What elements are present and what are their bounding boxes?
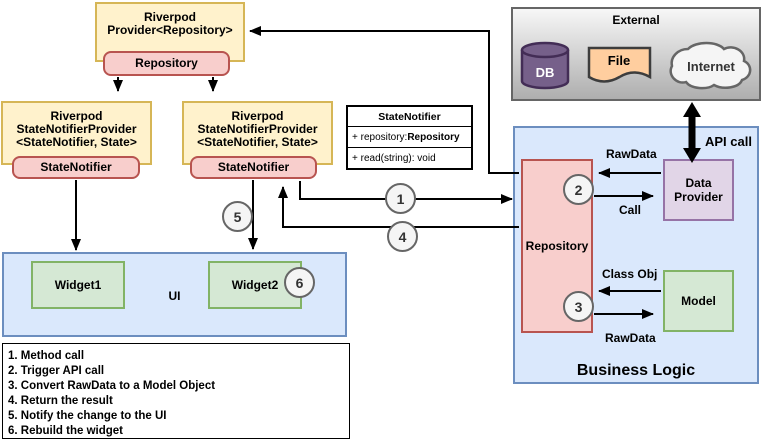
api-call-label: API call xyxy=(705,134,752,149)
widget1-label: Widget1 xyxy=(54,277,102,292)
internet-label: Internet xyxy=(687,59,735,74)
uml-attribute-plain: + repository: xyxy=(352,131,408,143)
uml-class-title: StateNotifier xyxy=(378,110,441,123)
snp-right-line3: <StateNotifier, State> xyxy=(197,135,318,149)
uml-method-row: + read(string): void xyxy=(348,147,471,168)
widget1-box: Widget1 xyxy=(31,261,125,309)
step-badge-4: 4 xyxy=(387,221,418,252)
repository-instance-badge: Repository xyxy=(103,51,230,76)
step-badge-4-label: 4 xyxy=(398,228,407,245)
provider-title-line1: Riverpod xyxy=(143,10,196,24)
legend-line-5: 5. Notify the change to the UI xyxy=(8,410,167,422)
legend-line-2: 2. Trigger API call xyxy=(8,365,105,377)
uml-method-label: + read(string): void xyxy=(352,152,436,164)
ui-title: UI xyxy=(168,289,181,303)
rawdata-top-label: RawData xyxy=(606,147,657,161)
db-label: DB xyxy=(536,65,555,80)
legend-line-6: 6. Rebuild the widget xyxy=(8,425,124,437)
bl-data-provider-box: Data Provider xyxy=(663,159,734,221)
step-badge-2: 2 xyxy=(563,174,594,205)
business-logic-title: Business Logic xyxy=(576,362,696,379)
uml-class-statenotifier: StateNotifier + repository: Repository +… xyxy=(346,105,473,170)
legend-line-1: 1. Method call xyxy=(8,350,85,362)
step-badge-6: 6 xyxy=(284,267,315,298)
database-icon: DB xyxy=(520,41,570,90)
snp-left-line3: <StateNotifier, State> xyxy=(16,135,137,149)
model-label: Model xyxy=(681,293,716,308)
step-badge-3-label: 3 xyxy=(574,298,583,315)
business-logic-box: Repository Data Provider Model API call … xyxy=(513,126,759,384)
legend-line-4: 4. Return the result xyxy=(8,395,113,407)
uml-attribute-type: Repository xyxy=(407,131,460,143)
step-badge-5-label: 5 xyxy=(233,208,242,225)
bl-model-box: Model xyxy=(663,270,734,332)
repository-instance-label: Repository xyxy=(135,56,198,70)
snp-left-line1: Riverpod xyxy=(50,109,103,123)
step-badge-1: 1 xyxy=(385,183,416,214)
statenotifier-left-label: StateNotifier xyxy=(40,160,112,174)
internet-cloud-icon: Internet xyxy=(669,41,752,90)
step-badge-5: 5 xyxy=(222,201,253,232)
step-badge-2-label: 2 xyxy=(574,181,583,198)
statenotifierprovider-left-box: Riverpod StateNotifierProvider <StateNot… xyxy=(1,101,152,165)
provider-title-line2: Provider<Repository> xyxy=(107,23,233,37)
rawdata-bottom-label: RawData xyxy=(605,331,656,345)
step-badge-1-label: 1 xyxy=(396,190,405,207)
data-provider-line1: Data xyxy=(685,176,712,190)
step-badge-6-label: 6 xyxy=(295,274,304,291)
statenotifier-right-label: StateNotifier xyxy=(217,160,290,174)
statenotifier-instance-left: StateNotifier xyxy=(12,156,140,179)
file-icon: File xyxy=(587,46,652,83)
uml-attribute-row: + repository: Repository xyxy=(348,126,471,147)
snp-left-line2: StateNotifierProvider xyxy=(16,122,137,136)
statenotifier-instance-right: StateNotifier xyxy=(190,156,317,179)
bl-repository-label: Repository xyxy=(525,238,589,253)
data-provider-line2: Provider xyxy=(674,190,723,204)
file-label: File xyxy=(608,53,630,68)
external-title: External xyxy=(612,13,660,27)
legend-line-3: 3. Convert RawData to a Model Object xyxy=(8,380,216,392)
widget2-label: Widget2 xyxy=(231,277,279,292)
legend-box: 1. Method call 2. Trigger API call 3. Co… xyxy=(2,343,350,439)
step-badge-3: 3 xyxy=(563,291,594,322)
external-box: External DB File Internet xyxy=(511,7,761,101)
call-label: Call xyxy=(618,203,641,217)
class-obj-label: Class Obj xyxy=(602,267,658,281)
